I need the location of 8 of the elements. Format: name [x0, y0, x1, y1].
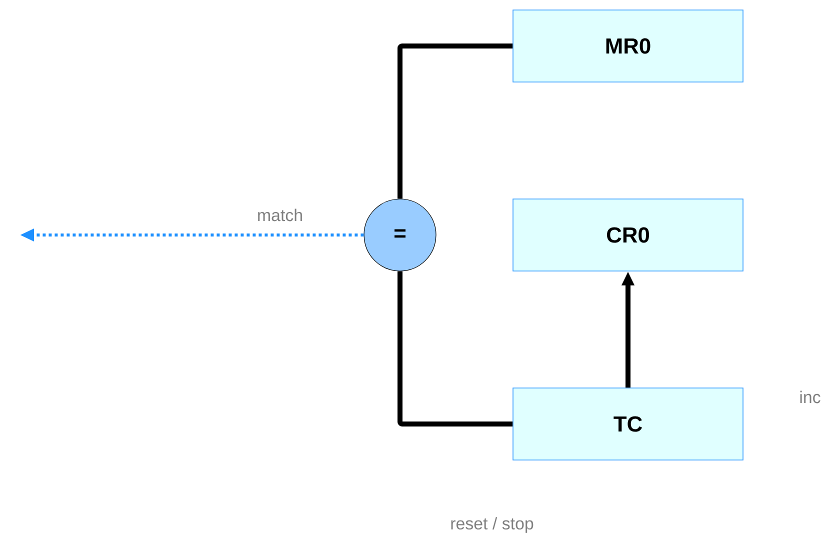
register-box: MR0 — [512, 10, 744, 82]
register-box: TC — [512, 388, 744, 460]
connector-line — [398, 44, 513, 199]
signal-label: reset / stop — [451, 517, 534, 533]
connector-line — [398, 271, 513, 426]
edge-label: match — [256, 208, 304, 222]
register-box: CR0 — [512, 198, 744, 272]
signal-label: inc — [800, 390, 820, 404]
